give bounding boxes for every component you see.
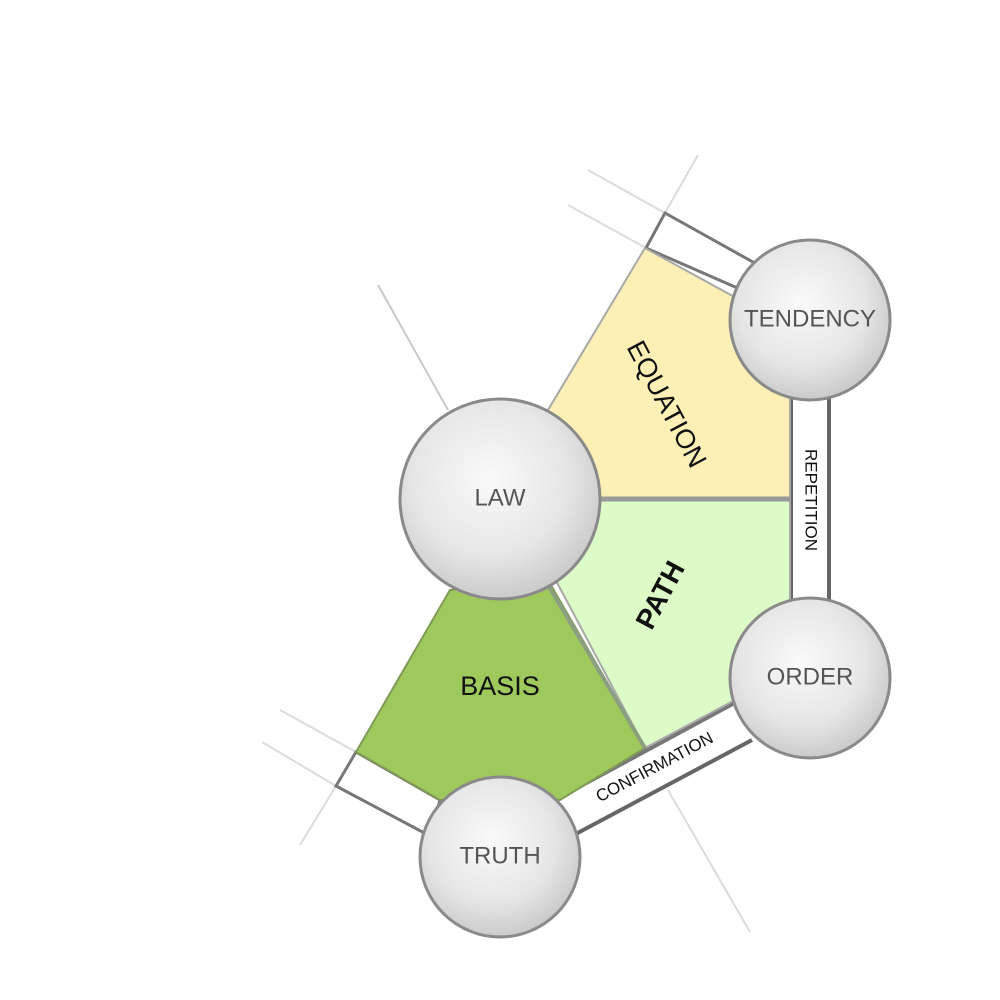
node-tendency[interactable]: TENDENCY <box>728 238 892 402</box>
guide-line-top-1 <box>664 154 699 214</box>
region-divider-2 <box>546 583 647 750</box>
basis-label: BASIS <box>460 671 540 701</box>
guide-line-bottom-right <box>667 789 751 933</box>
truth-label: TRUTH <box>459 842 540 869</box>
guide-line-bottom-left-1 <box>261 741 337 787</box>
guide-lines <box>255 154 995 933</box>
guide-line-top-3 <box>567 204 647 249</box>
truth-sphere <box>418 775 582 939</box>
law-label: LAW <box>474 484 525 511</box>
tendency-label: TENDENCY <box>744 305 876 332</box>
repetition-label: REPETITION <box>802 449 821 551</box>
band-confirmation <box>555 700 752 836</box>
order-label: ORDER <box>767 663 854 690</box>
node-order[interactable]: ORDER <box>728 596 892 760</box>
node-truth[interactable]: TRUTH <box>418 775 582 939</box>
order-sphere <box>728 596 892 760</box>
node-law[interactable]: LAW <box>398 397 602 601</box>
tendency-sphere <box>728 238 892 402</box>
band-repetition <box>791 395 829 610</box>
guide-line-top-2 <box>587 169 666 214</box>
guide-line-upper-left <box>377 284 449 411</box>
law-sphere <box>398 397 602 601</box>
guide-line-bottom-left-3 <box>299 785 337 846</box>
guide-line-bottom-left-2 <box>279 709 357 753</box>
